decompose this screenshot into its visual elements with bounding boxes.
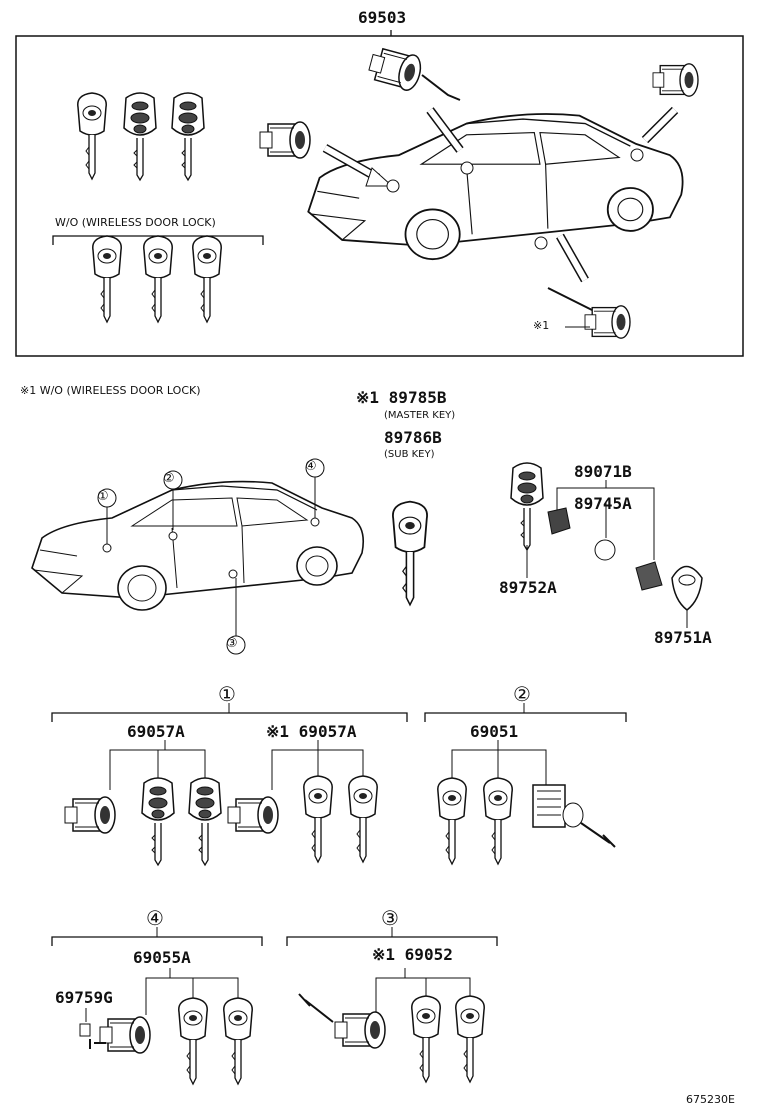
middle-car-icon bbox=[31, 480, 365, 611]
trunk-cylinder-icon bbox=[652, 63, 699, 97]
callout-4-label: ④ bbox=[305, 459, 317, 474]
wo-key-3-icon bbox=[192, 235, 222, 323]
master-key-icon bbox=[392, 500, 428, 606]
top-key-3-icon bbox=[171, 92, 205, 181]
top-car-icon bbox=[307, 113, 684, 261]
g3-plain-key-2-icon bbox=[455, 995, 485, 1083]
fob-cover-icon bbox=[547, 507, 571, 535]
g4-plain-key-1-icon bbox=[178, 997, 208, 1085]
group-4-circle: ④ bbox=[146, 906, 164, 930]
g3-plain-key-1-icon bbox=[411, 995, 441, 1083]
top-key-2-icon bbox=[123, 92, 157, 181]
g4-trunk-cylinder-icon bbox=[89, 1016, 151, 1054]
g1-cylinder-b-icon bbox=[227, 796, 279, 834]
group-3-circle: ③ bbox=[381, 906, 399, 930]
g2-plain-key-2-icon bbox=[483, 777, 513, 865]
figure-id: 675230E bbox=[686, 1093, 735, 1106]
g1-plain-key-2-icon bbox=[348, 775, 378, 863]
g1-fob-key-1-icon bbox=[141, 777, 175, 866]
group-1-right-part-number: ※1 69057A bbox=[266, 722, 357, 741]
sub-key-part-number: 89786B bbox=[384, 428, 442, 447]
callout-3-label: ③ bbox=[226, 636, 238, 651]
top-group-part-number: 69503 bbox=[358, 8, 407, 27]
sub-key-note: (SUB KEY) bbox=[384, 449, 435, 460]
group-2-circle: ② bbox=[513, 682, 531, 706]
group-3-part-number: ※1 69052 bbox=[372, 945, 453, 964]
wo-key-2-icon bbox=[143, 235, 173, 323]
fob-part-c-number: 89751A bbox=[654, 628, 712, 647]
fob-part-b-number: 89752A bbox=[499, 578, 557, 597]
fob-case-half-icon bbox=[635, 561, 663, 591]
wo-key-1-icon bbox=[92, 235, 122, 323]
fob-part-a-number: 89745A bbox=[574, 494, 632, 513]
emblem-plate-icon bbox=[671, 565, 703, 611]
callout-2-label: ② bbox=[163, 471, 175, 486]
group-2-part-number: 69051 bbox=[470, 722, 519, 741]
top-key-1-icon bbox=[77, 92, 107, 180]
g2-plain-key-1-icon bbox=[437, 777, 467, 865]
group-1-left-part-number: 69057A bbox=[127, 722, 185, 741]
battery-icon bbox=[594, 539, 616, 561]
top-marker-label: ※1 bbox=[533, 319, 550, 332]
master-key-note: (MASTER KEY) bbox=[384, 410, 456, 421]
top-wo-label: W/O (WIRELESS DOOR LOCK) bbox=[55, 216, 216, 229]
door-cylinder-icon bbox=[584, 305, 631, 339]
ignition-cylinder-icon bbox=[259, 121, 311, 159]
footnote-label: ※1 W/O (WIRELESS DOOR LOCK) bbox=[20, 384, 201, 397]
g1-fob-key-2-icon bbox=[188, 777, 222, 866]
fob-key-icon bbox=[510, 462, 544, 551]
g4-clip-icon bbox=[79, 1023, 91, 1037]
g3-door-cylinder-icon bbox=[298, 993, 386, 1049]
group-1-circle: ① bbox=[218, 682, 236, 706]
group-2-bracket bbox=[424, 712, 627, 722]
g1-plain-key-1-icon bbox=[303, 775, 333, 863]
top-group-frame bbox=[15, 35, 744, 357]
g4-plain-key-2-icon bbox=[223, 997, 253, 1085]
master-key-part-number: ※1 89785B bbox=[356, 388, 447, 407]
group-4-bracket bbox=[51, 936, 263, 946]
glovebox-cylinder-icon bbox=[365, 44, 425, 94]
group-4-sub-part-number: 69759G bbox=[55, 988, 113, 1007]
callout-1-label: ① bbox=[97, 489, 109, 504]
g2-glovebox-cylinder-icon bbox=[532, 784, 616, 848]
g1-cylinder-a-icon bbox=[64, 796, 116, 834]
fob-case-part-number: 89071B bbox=[574, 462, 632, 481]
group-1-bracket bbox=[51, 712, 408, 722]
group-4-part-number: 69055A bbox=[133, 948, 191, 967]
